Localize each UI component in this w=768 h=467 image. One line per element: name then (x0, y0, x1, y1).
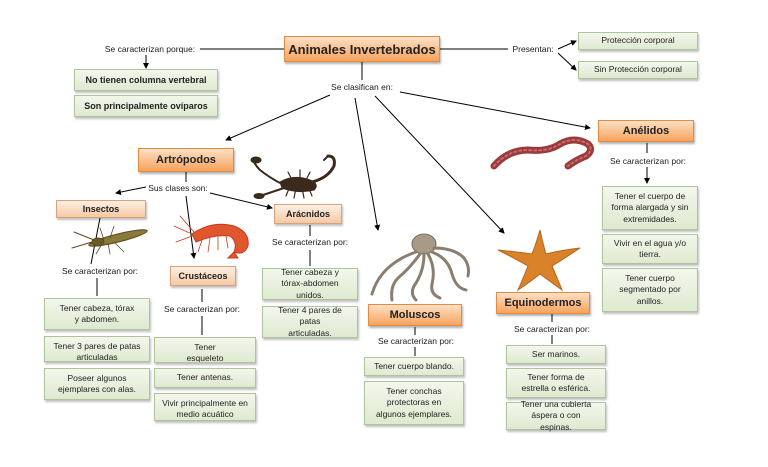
protection-box: Protección corporal (578, 32, 698, 50)
crustaceos-trait-1: Tener esqueleto externo (154, 337, 256, 363)
moluscos-caption: Se caracterizan por: (377, 336, 455, 346)
starfish-image (497, 229, 581, 292)
anelidos-trait-1: Tener el cuerpo de forma alargada y sin … (602, 186, 698, 230)
aracnidos-label: Arácnidos (274, 204, 342, 224)
insectos-trait-1: Tener cabeza, tórax y abdomen. (44, 298, 150, 330)
equinodermos-label: Equinodermos (496, 292, 590, 314)
moluscos-trait-2: Tener conchas protectoras en algunos eje… (364, 381, 464, 425)
crustaceos-trait-3: Vivir principalmente en medio acuático (154, 393, 256, 421)
right-caption: Presentan: (512, 44, 554, 54)
aracnidos-trait-2: Tener 4 pares de patas articuladas. (262, 305, 358, 338)
no-protection-box: Sin Protección corporal (578, 61, 698, 79)
equinodermos-trait-2: Tener forma de estrella o esférica. (506, 368, 606, 398)
crustaceos-trait-2: Tener antenas. (154, 368, 256, 388)
crustaceos-label: Crustáceos (170, 266, 236, 286)
equinodermos-trait-1: Ser marinos. (506, 345, 606, 364)
anelidos-label: Anélidos (598, 120, 694, 142)
main-title: Animales Invertebrados (284, 36, 440, 62)
insectos-trait-2: Tener 3 pares de patas articuladas (44, 336, 150, 362)
insectos-trait-3: Poseer algunos ejemplares con alas. (44, 368, 150, 400)
anelidos-trait-2: Vivir en el agua y/o tierra. (602, 234, 698, 264)
anelidos-trait-3: Tener cuerpo segmentado por anillos. (602, 268, 698, 312)
classify-caption: Se clasifican en: (331, 82, 393, 92)
insectos-caption: Se caracterizan por: (61, 266, 139, 276)
anelidos-caption: Se caracterizan por: (609, 156, 687, 166)
left-caption: Se caracterizan porque: (104, 44, 196, 54)
octopus-image (370, 233, 470, 302)
trait-oviparous: Son principalmente ovíparos (74, 95, 218, 117)
aracnidos-trait-1: Tener cabeza y tórax-abdomen unidos. (262, 267, 358, 300)
earthworm-image (490, 136, 595, 170)
equinodermos-caption: Se caracterizan por: (513, 324, 591, 334)
crustaceos-caption: Se caracterizan por: (163, 304, 241, 314)
moluscos-trait-1: Tener cuerpo blando. (364, 357, 464, 376)
artropodos-classes-caption: Sus clases son: (148, 183, 208, 193)
trait-no-backbone: No tienen columna vertebral (74, 69, 218, 91)
equinodermos-trait-3: Tener una cubierta áspera o con espinas. (506, 399, 606, 432)
aracnidos-caption: Se caracterizan por: (271, 237, 349, 247)
scorpion-image (250, 154, 336, 199)
shrimp-image (173, 215, 249, 259)
moluscos-label: Moluscos (368, 304, 462, 326)
insectos-label: Insectos (56, 200, 146, 218)
artropodos-label: Artrópodos (138, 148, 234, 172)
insect-image (71, 225, 148, 255)
